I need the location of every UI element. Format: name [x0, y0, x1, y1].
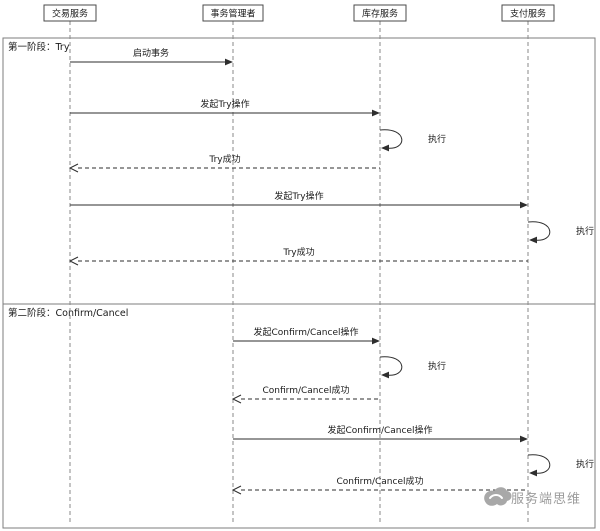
message-8-confirm-cancel-inventory: 发起Confirm/Cancel操作 [233, 326, 380, 345]
message-5-arrowhead-icon [520, 201, 528, 209]
participant-payment-service: 支付服务 [501, 4, 555, 22]
participant-transaction-manager: 事务管理者 [202, 4, 264, 22]
message-5-label: 发起Try操作 [274, 190, 323, 202]
message-1-arrowhead-icon [225, 58, 233, 66]
message-3-arrowhead-icon [381, 144, 389, 152]
message-2-label: 发起Try操作 [200, 98, 249, 110]
message-12-exec-payment: 执行 [527, 454, 594, 477]
participant-transaction-service: 交易服务 [43, 4, 97, 22]
frame-phase-2: 第二阶段：Confirm/Cancel [2, 303, 596, 529]
message-6-exec-payment: 执行 [527, 221, 594, 244]
message-9-line [379, 356, 403, 376]
participant-payment-service-label: 支付服务 [510, 8, 546, 20]
participant-transaction-manager-box [202, 4, 264, 22]
watermark-logo-icon [484, 487, 512, 506]
watermark-logo-swoosh-icon [489, 494, 503, 499]
message-6-label: 执行 [576, 225, 594, 237]
message-11-arrowhead-icon [520, 435, 528, 443]
message-4-try-success-inventory: Try成功 [68, 153, 380, 173]
participant-inventory-service: 库存服务 [353, 4, 407, 22]
participant-inventory-service-box [353, 4, 407, 22]
participant-payment-service-box [501, 4, 555, 22]
message-3-line [379, 129, 403, 149]
message-3-exec-inventory: 执行 [379, 129, 446, 152]
frame-phase-1-border [2, 37, 596, 305]
message-11-confirm-cancel-payment: 发起Confirm/Cancel操作 [233, 424, 528, 443]
message-1-label: 启动事务 [133, 47, 169, 59]
participant-transaction-manager-label: 事务管理者 [210, 8, 255, 20]
message-6-arrowhead-icon [529, 236, 537, 244]
message-13-label: Confirm/Cancel成功 [337, 475, 424, 487]
message-7-arrowhead-icon [68, 256, 79, 266]
participant-transaction-service-label: 交易服务 [52, 8, 88, 20]
frame-phase-1-label: 第一阶段：Try [8, 41, 70, 53]
message-12-label: 执行 [576, 458, 594, 470]
message-12-arrowhead-icon [529, 469, 537, 477]
watermark-text: 服务端思维 [511, 491, 581, 507]
frame-phase-2-border [2, 303, 596, 529]
message-3-label: 执行 [428, 133, 446, 145]
message-9-label: 执行 [428, 360, 446, 372]
message-10-label: Confirm/Cancel成功 [263, 384, 350, 396]
message-7-label: Try成功 [282, 246, 314, 258]
message-9-arrowhead-icon [381, 371, 389, 379]
message-10-arrowhead-icon [231, 394, 242, 404]
message-13-confirm-cancel-success-payment: Confirm/Cancel成功 [231, 475, 528, 495]
frame-phase-2-label: 第二阶段：Confirm/Cancel [8, 307, 128, 319]
message-11-label: 发起Confirm/Cancel操作 [328, 424, 433, 436]
message-4-arrowhead-icon [68, 163, 79, 173]
frame-phase-1: 第一阶段：Try [2, 37, 596, 305]
participant-transaction-service-box [43, 4, 97, 22]
message-1-start-transaction: 启动事务 [70, 47, 233, 66]
message-6-line [527, 221, 551, 241]
participant-inventory-service-label: 库存服务 [362, 8, 398, 20]
message-4-label: Try成功 [208, 153, 240, 165]
message-13-arrowhead-icon [231, 485, 242, 495]
message-7-try-success-payment: Try成功 [68, 246, 528, 266]
message-8-arrowhead-icon [372, 337, 380, 345]
message-10-confirm-cancel-success-inventory: Confirm/Cancel成功 [231, 384, 380, 404]
message-5-try-payment: 发起Try操作 [70, 190, 528, 209]
message-2-arrowhead-icon [372, 109, 380, 117]
message-2-try-inventory: 发起Try操作 [70, 98, 380, 117]
message-8-label: 发起Confirm/Cancel操作 [254, 326, 359, 338]
message-9-exec-inventory: 执行 [379, 356, 446, 379]
watermark: 服务端思维 [484, 487, 581, 507]
message-12-line [527, 454, 551, 474]
